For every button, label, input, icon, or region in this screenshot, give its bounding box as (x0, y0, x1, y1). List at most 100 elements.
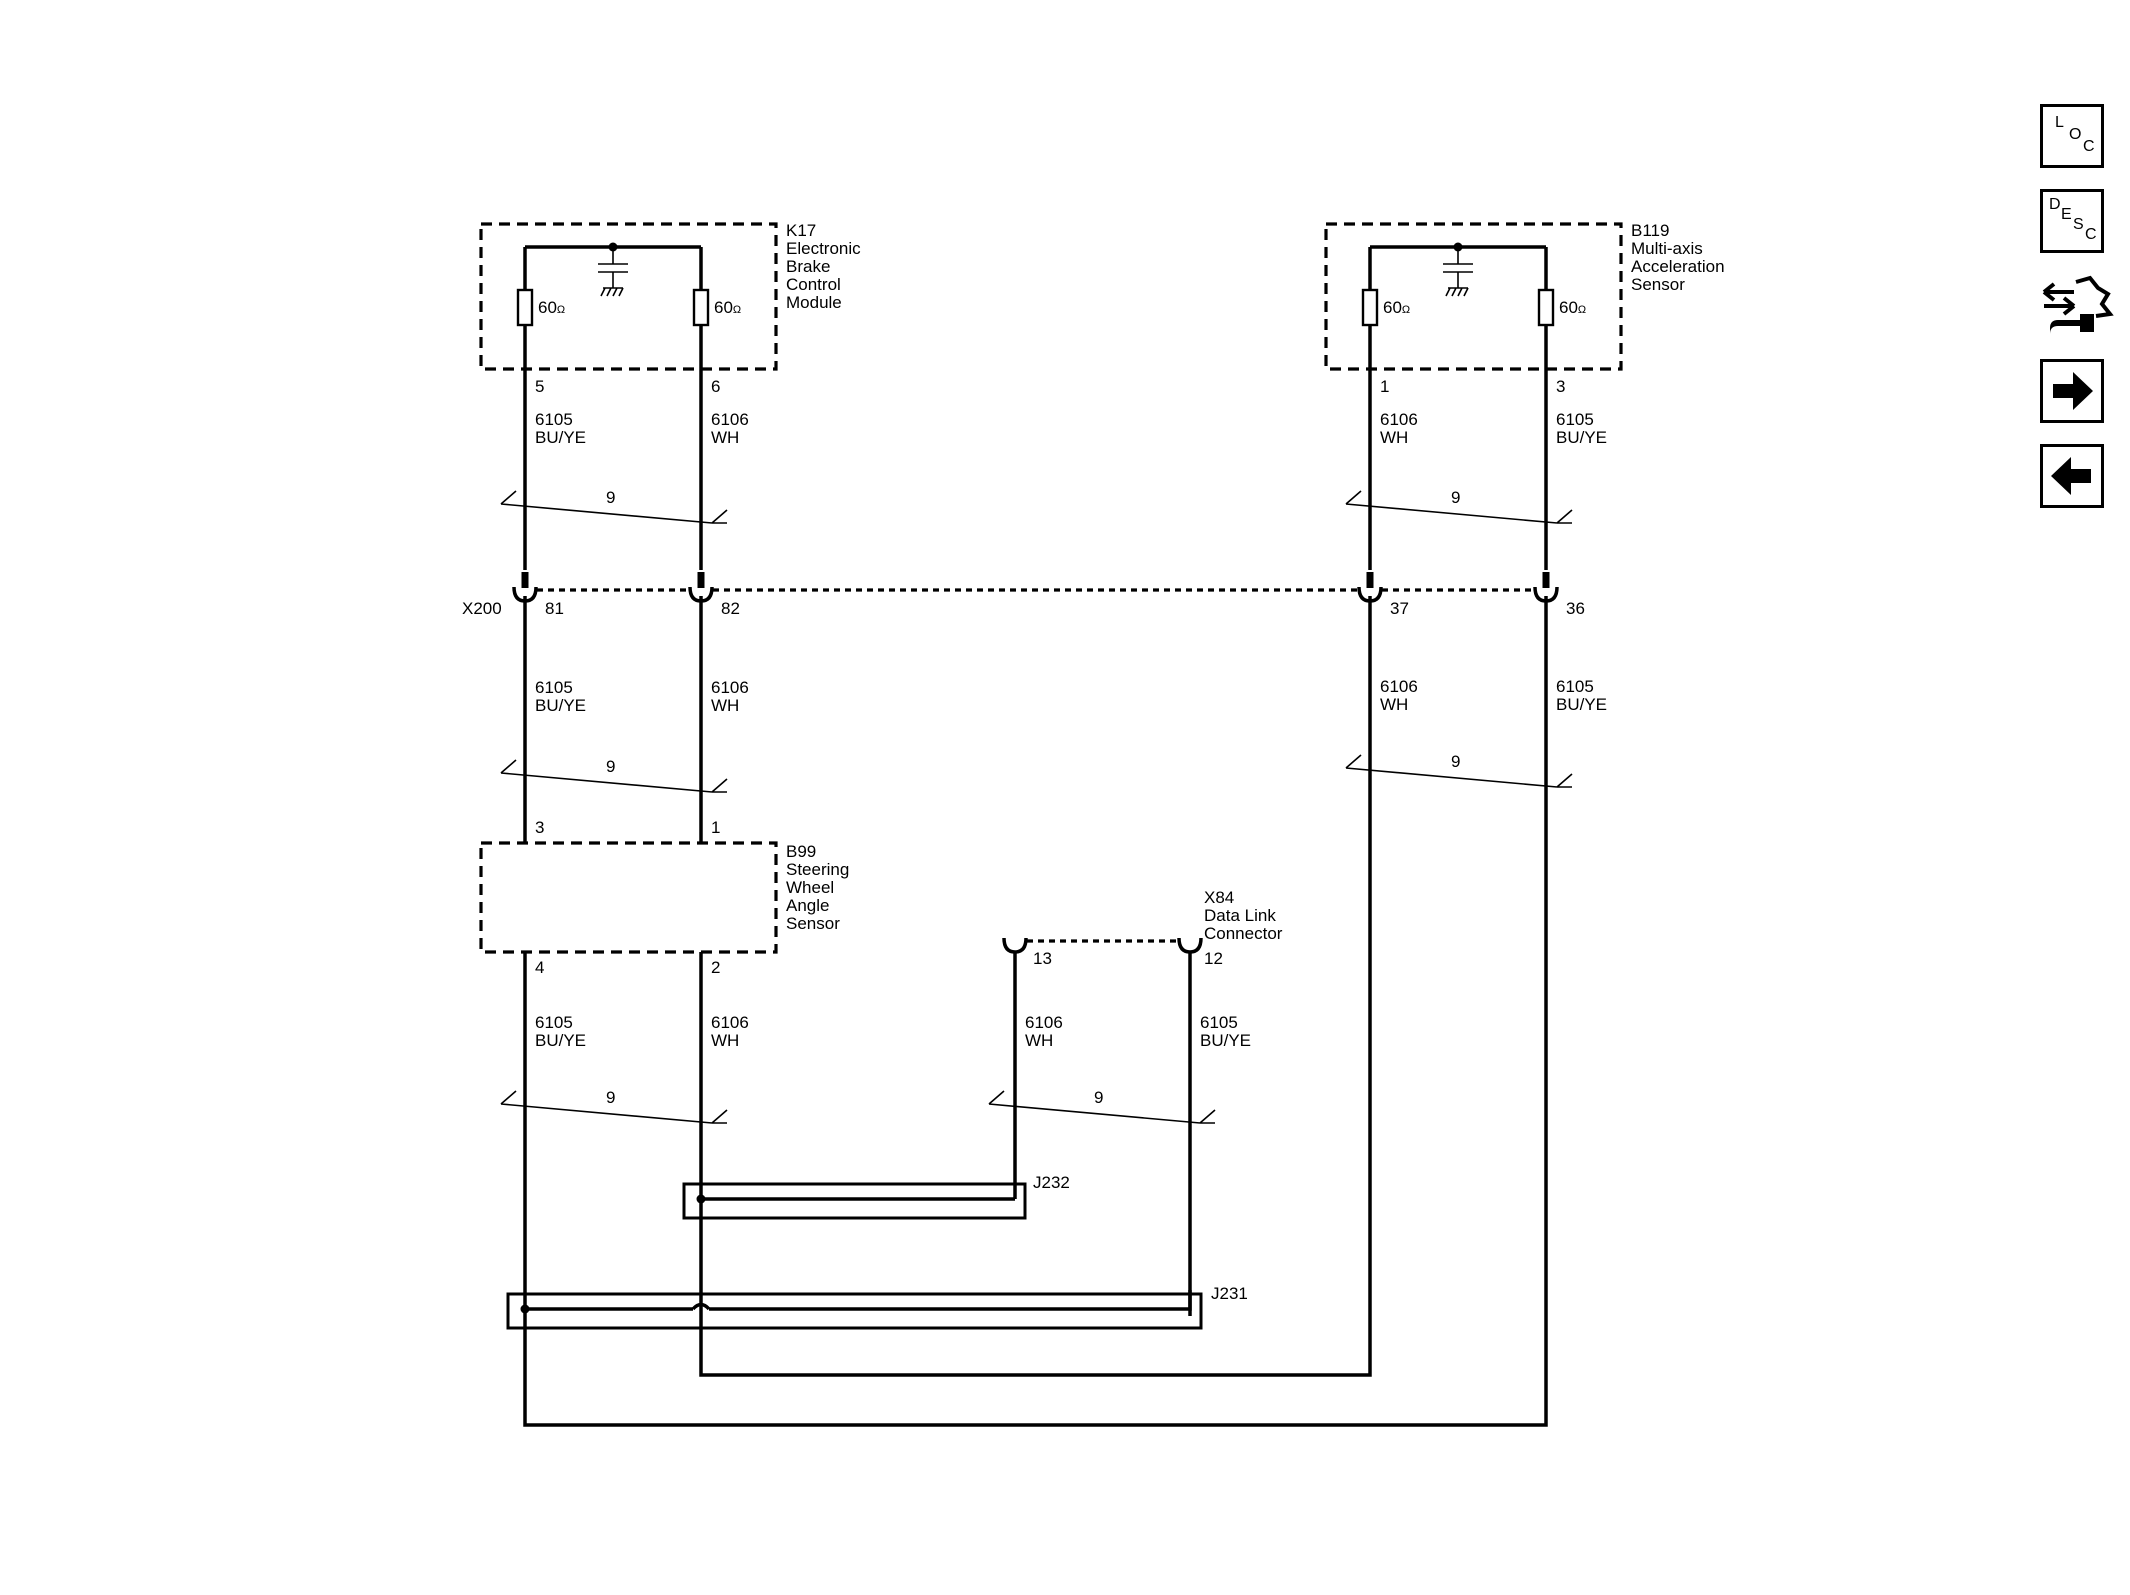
j231-ref: J231 (1211, 1284, 1248, 1303)
b119-name-2: Acceleration (1631, 257, 1725, 276)
connector-repair-glyph (2042, 275, 2114, 334)
x200-pin-37: 37 (1390, 599, 1409, 618)
wire-label-color: BU/YE (1200, 1031, 1251, 1050)
k17-pin-6: 6 (711, 377, 720, 396)
b99-pin-1: 1 (711, 818, 720, 837)
k17-ref: K17 (786, 221, 816, 240)
b99-pin-4: 4 (535, 958, 544, 977)
b119-outline (1324, 222, 1623, 371)
b99-ref: B99 (786, 842, 816, 861)
b119-resistor-right (1537, 288, 1555, 327)
wire-label-circuit: 6105 (535, 410, 573, 429)
b99-name-3: Angle (786, 896, 829, 915)
svg-text:9: 9 (606, 488, 615, 507)
svg-text:9: 9 (1451, 488, 1460, 507)
svg-text:9: 9 (606, 757, 615, 776)
loc-letter: O (2069, 126, 2082, 143)
b99-name-4: Sensor (786, 914, 840, 933)
previous-arrow-icon[interactable] (2040, 444, 2104, 508)
x200-ref: X200 (462, 599, 502, 618)
description-icon[interactable]: D E S C (2040, 189, 2104, 253)
k17-outline (479, 222, 778, 371)
wire-label-circuit: 6106 (1380, 410, 1418, 429)
k17-module[interactable]: 60Ω 60Ω K17 Electronic Brake Control Mod… (479, 221, 861, 371)
k17-resistor-left-value: 60Ω (538, 298, 565, 317)
twisted-pair-marker: 9 (500, 488, 728, 524)
wire-label-color: BU/YE (535, 696, 586, 715)
wire-label-circuit: 6106 (711, 410, 749, 429)
x200-connector[interactable]: X200 81 82 37 36 (462, 586, 1585, 618)
loc-letter: L (2055, 114, 2064, 131)
j232-ref: J232 (1033, 1173, 1070, 1192)
b99-outline (479, 841, 778, 954)
connector-repair-icon[interactable] (2040, 274, 2114, 338)
x200-pin-82: 82 (721, 599, 740, 618)
location-icon[interactable]: L O C (2040, 104, 2104, 168)
x84-ref: X84 (1204, 888, 1234, 907)
wire-label-circuit: 6106 (711, 1013, 749, 1032)
k17-resistor-right (692, 288, 710, 327)
wire-label-color: WH (711, 696, 739, 715)
wire-label-circuit: 6106 (1380, 677, 1418, 696)
k17-name-2: Brake (786, 257, 830, 276)
wire-label-circuit: 6106 (1025, 1013, 1063, 1032)
twisted-pair-marker: 9 (500, 1088, 728, 1124)
next-arrow-glyph (2053, 372, 2093, 410)
x84-pin-12: 12 (1204, 949, 1223, 968)
twisted-pair-marker: 9 (1345, 752, 1573, 788)
k17-name-4: Module (786, 293, 842, 312)
twisted-pair-marker: 9 (500, 757, 728, 793)
b119-pin-1: 1 (1380, 377, 1389, 396)
desc-letter: E (2061, 206, 2072, 223)
navigation-toolbar: L O C D E S C (2040, 104, 2114, 529)
wire-label-color: WH (1380, 428, 1408, 447)
b119-sensor[interactable]: 60Ω 60Ω B119 Multi-axis Acceleration Sen… (1324, 221, 1725, 371)
b99-name-2: Wheel (786, 878, 834, 897)
wire-6105-left[interactable] (523, 369, 1548, 1427)
b119-resistor-right-value: 60Ω (1559, 298, 1586, 317)
wire-label-color: WH (1025, 1031, 1053, 1050)
twisted-pair-marker: 9 (988, 1088, 1216, 1124)
wire-label-circuit: 6105 (1556, 410, 1594, 429)
b119-name-1: Multi-axis (1631, 239, 1703, 258)
b119-ref: B119 (1631, 221, 1669, 240)
b119-resistor-left-value: 60Ω (1383, 298, 1410, 317)
b99-sensor[interactable]: 3 1 4 2 B99 Steering Wheel Angle Sensor (479, 818, 849, 977)
wire-label-color: WH (711, 428, 739, 447)
b119-pin-3: 3 (1556, 377, 1565, 396)
x200-pin-36: 36 (1566, 599, 1585, 618)
j231-splice-pack[interactable]: J231 (506, 1284, 1248, 1330)
svg-text:9: 9 (1451, 752, 1460, 771)
x84-pin-13: 13 (1033, 949, 1052, 968)
wire-label-circuit: 6105 (1200, 1013, 1238, 1032)
b99-pin-3: 3 (535, 818, 544, 837)
wire-label-color: WH (711, 1031, 739, 1050)
b99-name-1: Steering (786, 860, 849, 879)
b119-resistor-left (1361, 288, 1379, 327)
wire-label-color: BU/YE (535, 428, 586, 447)
k17-resistor-right-value: 60Ω (714, 298, 741, 317)
x84-connector[interactable]: 13 12 X84 Data Link Connector (1002, 888, 1283, 968)
svg-text:9: 9 (1094, 1088, 1103, 1107)
wire-label-color: WH (1380, 695, 1408, 714)
wire-label-circuit: 6106 (711, 678, 749, 697)
k17-pin-5: 5 (535, 377, 544, 396)
loc-letter: C (2083, 138, 2095, 155)
twisted-pair-marker: 9 (1345, 488, 1573, 524)
x84-name-2: Connector (1204, 924, 1283, 943)
wire-b119-upper[interactable] (1368, 369, 1548, 570)
svg-text:9: 9 (606, 1088, 615, 1107)
k17-name-3: Control (786, 275, 841, 294)
x84-name-1: Data Link (1204, 906, 1276, 925)
wire-label-color: BU/YE (1556, 695, 1607, 714)
wire-6106-left[interactable] (699, 369, 1372, 1377)
x200-pin-81: 81 (545, 599, 564, 618)
k17-name-1: Electronic (786, 239, 861, 258)
wire-x84[interactable] (1013, 952, 1192, 1316)
next-arrow-icon[interactable] (2040, 359, 2104, 423)
j232-splice-pack[interactable]: J232 (682, 1173, 1070, 1220)
desc-letter: C (2085, 226, 2097, 243)
k17-resistor-left (516, 288, 534, 327)
wire-label-circuit: 6105 (1556, 677, 1594, 696)
wire-label-color: BU/YE (1556, 428, 1607, 447)
